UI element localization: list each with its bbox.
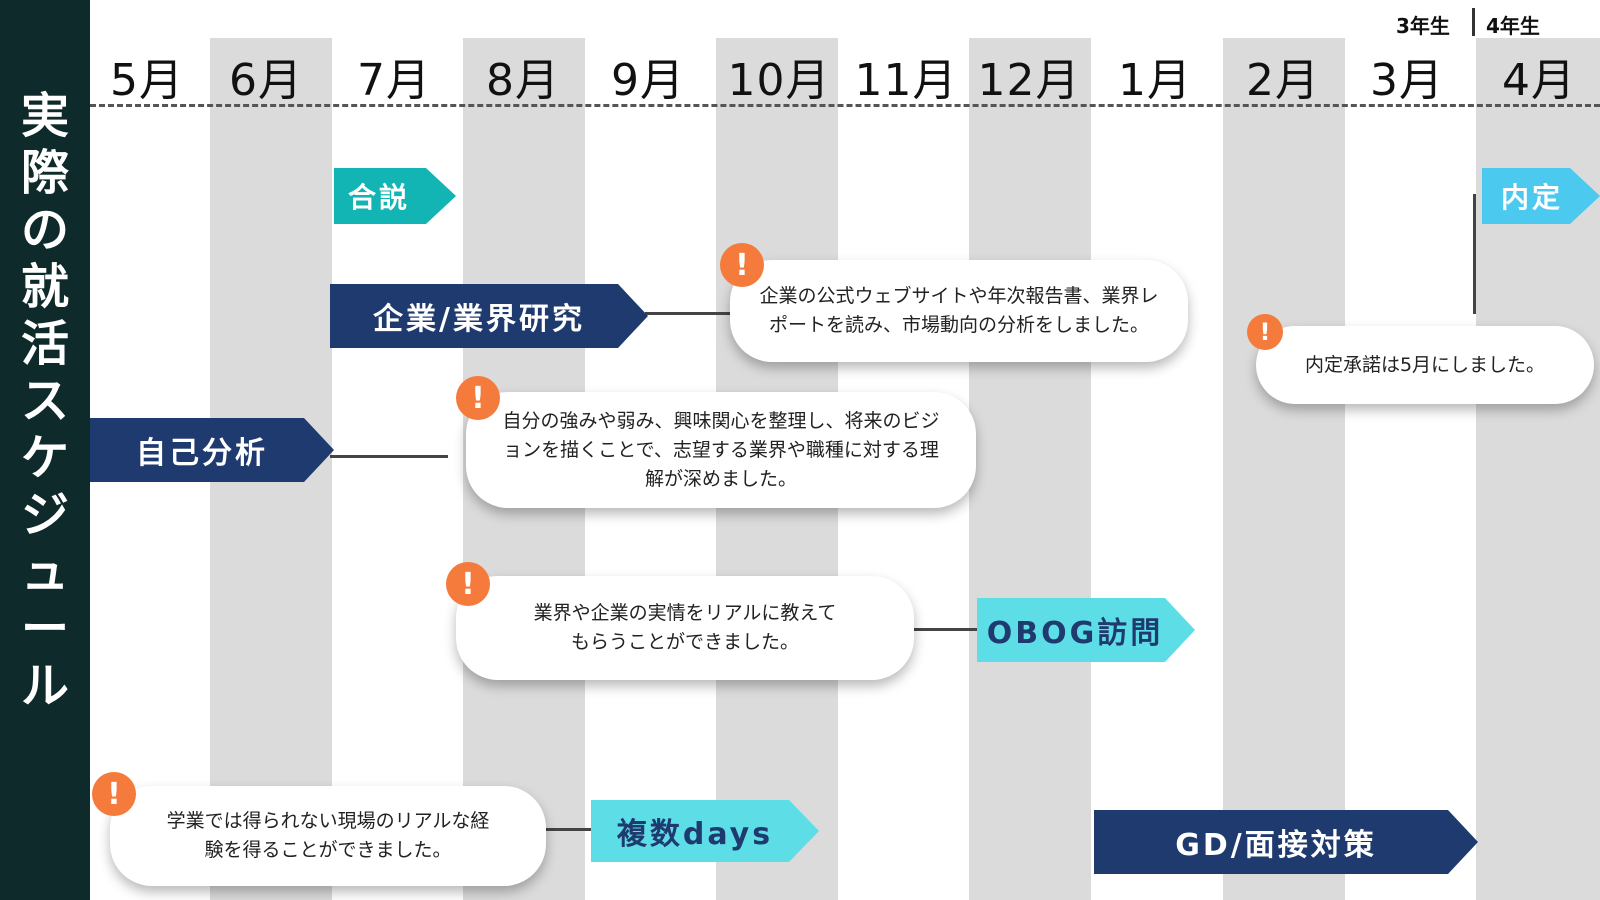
month-label: 3月 bbox=[1370, 55, 1444, 106]
month-label: 5月 bbox=[110, 55, 184, 106]
month-label: 4月 bbox=[1502, 55, 1576, 106]
grade-3-label: 3年生 bbox=[1396, 14, 1450, 38]
event-research: 企業/業界研究 bbox=[330, 284, 648, 348]
alert-icon: ! bbox=[456, 376, 500, 420]
month-stripe bbox=[1476, 38, 1600, 900]
event-internship: 複数days bbox=[591, 800, 819, 862]
alert-icon: ! bbox=[720, 243, 764, 287]
alert-icon: ! bbox=[92, 772, 136, 816]
sidebar-title: 実際の就活スケジュール bbox=[20, 88, 69, 714]
note-internship: 学業では得られない現場のリアルな経験を得ることができました。 bbox=[110, 786, 546, 886]
month-label: 7月 bbox=[357, 55, 431, 106]
month-label: 12月 bbox=[977, 55, 1081, 106]
event-goudou: 合説 bbox=[334, 168, 456, 224]
grade-4-label: 4年生 bbox=[1486, 14, 1540, 38]
month-label: 2月 bbox=[1246, 55, 1320, 106]
month-label: 9月 bbox=[611, 55, 685, 106]
connector-line bbox=[912, 628, 978, 631]
month-label: 8月 bbox=[486, 55, 560, 106]
alert-icon: ! bbox=[446, 562, 490, 606]
month-stripe bbox=[969, 38, 1091, 900]
alert-icon: ! bbox=[1247, 314, 1283, 350]
connector-line bbox=[330, 455, 448, 458]
note-self-analysis: 自分の強みや弱み、興味関心を整理し、将来のビジョンを描くことで、志望する業界や職… bbox=[466, 392, 976, 508]
grade-divider bbox=[1472, 8, 1475, 36]
event-self-analysis: 自己分析 bbox=[90, 418, 334, 482]
note-obog: 業界や企業の実情をリアルに教えてもらうことができました。 bbox=[456, 576, 914, 680]
event-obog: OBOG訪問 bbox=[977, 598, 1195, 662]
note-naitei: 内定承諾は5月にしました。 bbox=[1256, 326, 1594, 404]
month-label: 6月 bbox=[229, 55, 303, 106]
month-label: 1月 bbox=[1118, 55, 1192, 106]
month-label: 11月 bbox=[854, 55, 958, 106]
connector-line bbox=[645, 312, 731, 315]
timeline-divider bbox=[90, 104, 1600, 107]
connector-line bbox=[532, 828, 596, 831]
event-gd: GD/面接対策 bbox=[1094, 810, 1478, 874]
note-research: 企業の公式ウェブサイトや年次報告書、業界レポートを読み、市場動向の分析をしました… bbox=[730, 260, 1188, 362]
connector-line bbox=[1473, 194, 1476, 314]
month-stripe bbox=[1223, 38, 1345, 900]
month-label: 10月 bbox=[727, 55, 831, 106]
sidebar: 実際の就活スケジュール bbox=[0, 0, 90, 900]
